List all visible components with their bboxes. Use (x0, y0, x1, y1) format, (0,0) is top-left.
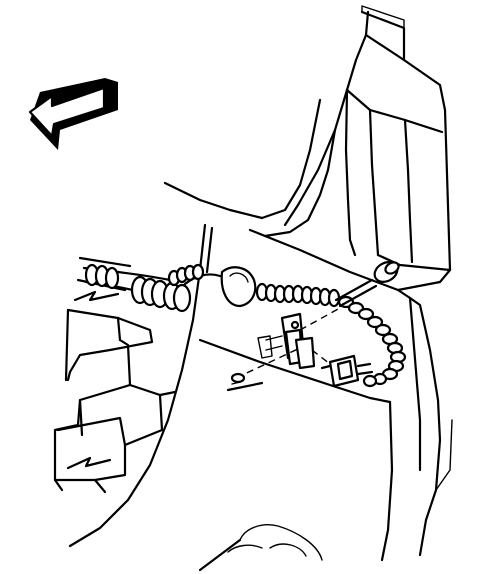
harness-connector-plug (320, 354, 374, 388)
mounting-bracket (257, 312, 316, 370)
wiring-harness-conduit (82, 263, 407, 388)
conduit-rings-descending (337, 295, 407, 388)
conduit-rings-upper (167, 263, 205, 287)
direction-arrow-icon (28, 78, 118, 150)
conduit-rings-middle (255, 282, 341, 308)
sensor-probe (334, 261, 400, 308)
wheelhouse-panel (198, 228, 453, 572)
retaining-clip (226, 372, 264, 392)
installation-guide-lines (235, 307, 341, 379)
lower-frame-section (53, 223, 214, 548)
vehicle-pillar-body-panel (163, 5, 452, 272)
conduit-rings (84, 263, 192, 313)
